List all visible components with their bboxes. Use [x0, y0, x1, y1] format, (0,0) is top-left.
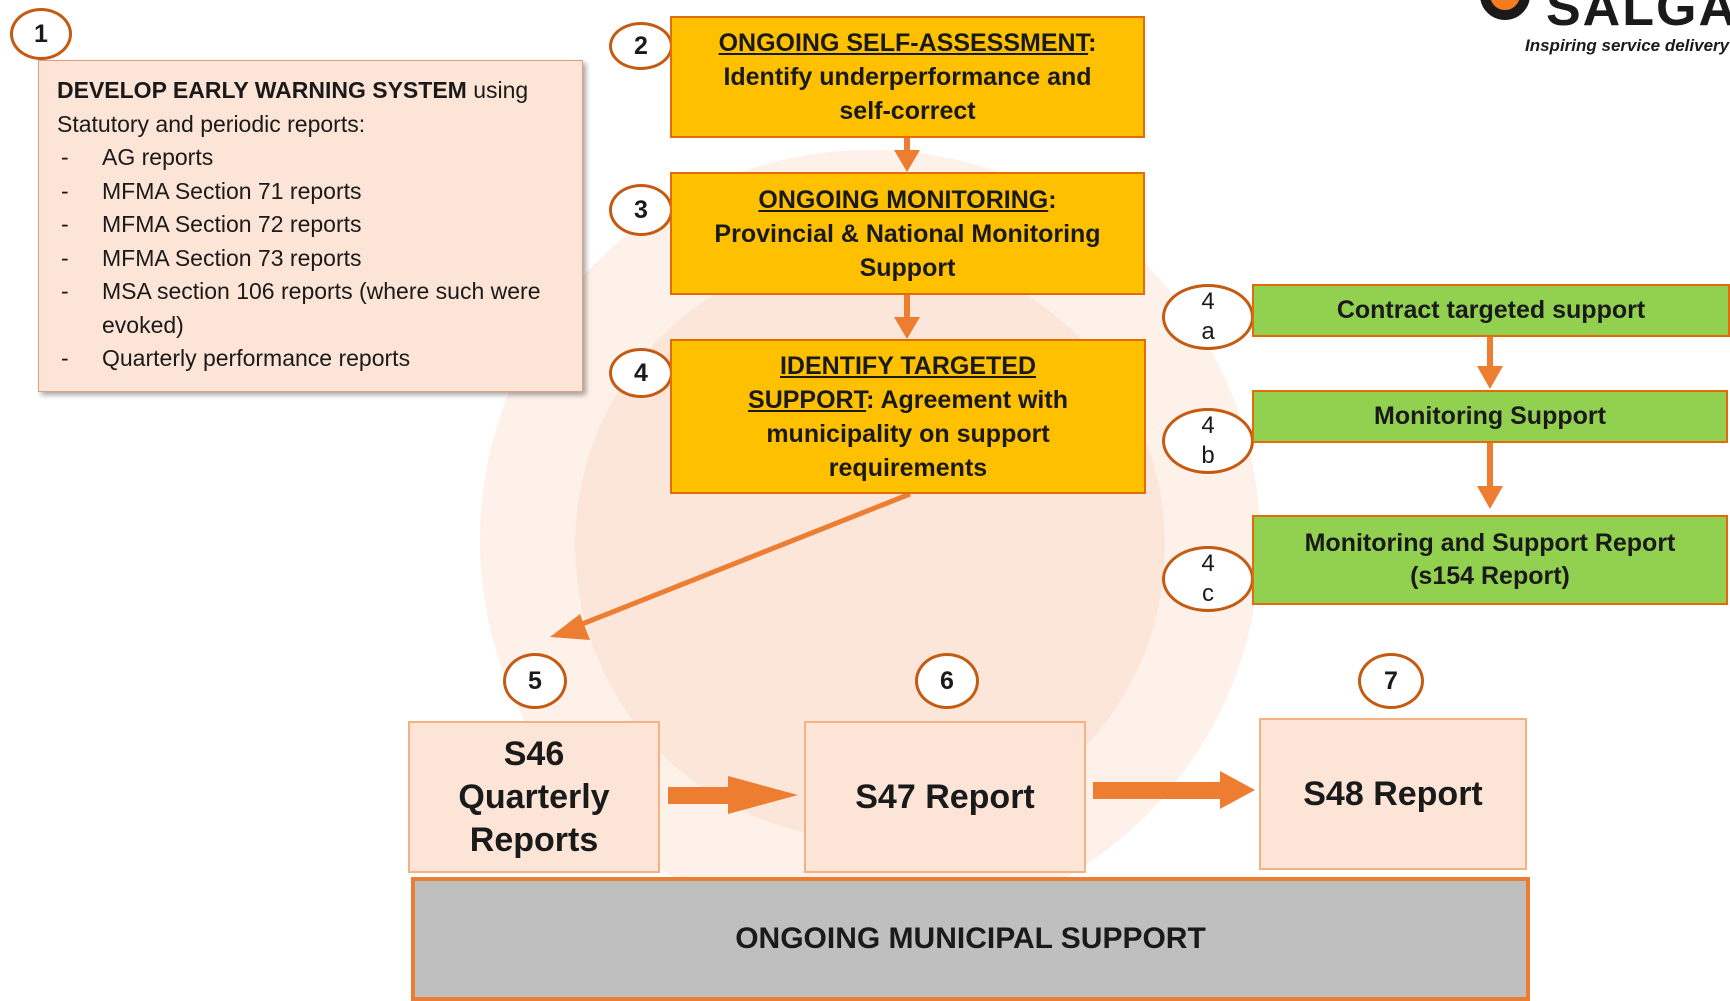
step-4c-badge: 4 c: [1162, 546, 1254, 612]
step-5-number: 5: [528, 666, 542, 695]
s48-report-label: S48 Report: [1303, 774, 1483, 813]
list-item: Quarterly performance reports: [57, 342, 564, 376]
arrowhead-4b-to-4c: [1477, 486, 1503, 509]
step-7-number: 7: [1384, 666, 1398, 695]
step-2-number: 2: [634, 31, 648, 60]
step-5-badge: 5: [503, 653, 567, 709]
s46-label: S46: [503, 734, 565, 773]
early-warning-title: DEVELOP EARLY WARNING SYSTEM: [57, 77, 467, 103]
s48-report-box: S48 Report: [1259, 718, 1527, 870]
list-item: MSA section 106 reports (where such were…: [57, 275, 564, 342]
logo-tagline: Inspiring service delivery: [1525, 36, 1730, 55]
self-assessment-heading: ONGOING SELF-ASSESSMENT:: [719, 26, 1097, 60]
ongoing-monitoring-colon: :: [1048, 185, 1057, 214]
early-warning-intro: Statutory and periodic reports:: [57, 110, 366, 137]
monitoring-support-report-label: Monitoring and Support Report: [1304, 529, 1676, 557]
arrow-5-to-6: [668, 787, 730, 804]
step-4c-letter: c: [1202, 580, 1214, 607]
self-assessment-colon: :: [1088, 29, 1097, 57]
step-7-badge: 7: [1358, 653, 1424, 709]
contract-targeted-support-box: Contract targeted support: [1252, 284, 1730, 337]
step-3-badge: 3: [609, 184, 673, 236]
self-assessment-box: ONGOING SELF-ASSESSMENT: Identify underp…: [670, 16, 1145, 138]
step-4-badge: 4: [609, 348, 673, 398]
step-6-badge: 6: [915, 653, 979, 709]
s47-report-label: S47 Report: [855, 777, 1035, 816]
identify-targeted-title-line1: IDENTIFY TARGETED: [779, 351, 1037, 380]
ongoing-monitoring-heading: ONGOING MONITORING:: [758, 183, 1056, 217]
arrowhead-4-to-5: [550, 614, 590, 640]
arrowhead-3-to-4: [894, 317, 920, 339]
step-6-number: 6: [940, 666, 954, 695]
quarterly-label: Quarterly: [458, 777, 610, 816]
monitoring-support-report-box: Monitoring and Support Report (s154 Repo…: [1252, 515, 1728, 605]
list-item: AG reports: [57, 141, 564, 175]
identify-targeted-support-box: IDENTIFY TARGETED SUPPORT: Agreement wit…: [670, 339, 1146, 494]
logo-text: SALGA: [1546, 0, 1730, 37]
list-item: MFMA Section 73 reports: [57, 242, 564, 276]
monitoring-support-label: Monitoring Support: [1374, 402, 1606, 430]
ongoing-monitoring-title: ONGOING MONITORING: [758, 185, 1049, 214]
report-list: AG reports MFMA Section 71 reports MFMA …: [57, 141, 564, 376]
step-4a-letter: a: [1201, 318, 1215, 345]
arrowhead-5-to-6: [728, 776, 798, 814]
reports-label: Reports: [469, 820, 599, 859]
contract-targeted-support-label: Contract targeted support: [1336, 296, 1646, 324]
identify-targeted-support-text: IDENTIFY TARGETED SUPPORT: Agreement wit…: [708, 349, 1108, 485]
step-1-badge: 1: [10, 8, 72, 60]
ongoing-monitoring-text: Provincial & National Monitoring Support: [714, 219, 1101, 282]
early-warning-box: DEVELOP EARLY WARNING SYSTEM using Statu…: [38, 60, 583, 392]
self-assessment-title: ONGOING SELF-ASSESSMENT: [718, 29, 1089, 57]
step-1-number: 1: [34, 19, 48, 48]
step-4b-badge: 4 b: [1162, 408, 1254, 474]
ongoing-municipal-support-label: ONGOING MUNICIPAL SUPPORT: [735, 922, 1206, 955]
salga-logo: SALGA Inspiring service delivery: [1480, 0, 1730, 70]
early-warning-heading: DEVELOP EARLY WARNING SYSTEM using: [57, 74, 564, 108]
s47-report-box: S47 Report: [804, 721, 1086, 873]
arrowhead-2-to-3: [894, 150, 920, 172]
arrowhead-6-to-7: [1220, 771, 1255, 809]
arrow-4-to-5: [571, 491, 911, 631]
self-assessment-text: Identify underperformance and self-corre…: [723, 63, 1092, 125]
monitoring-support-box: Monitoring Support: [1252, 390, 1728, 443]
step-4b-letter: b: [1201, 442, 1215, 469]
early-warning-title-rest: using: [466, 77, 529, 103]
arrowhead-4a-to-4b: [1477, 366, 1503, 389]
step-4a-number: 4: [1201, 288, 1215, 315]
identify-targeted-title-line2: SUPPORT: [748, 385, 867, 414]
s46-quarterly-reports-box: S46 Quarterly Reports: [408, 721, 660, 873]
step-4-number: 4: [634, 358, 648, 387]
logo-mark: [1480, 0, 1530, 20]
list-item: MFMA Section 71 reports: [57, 175, 564, 209]
step-4c-number: 4: [1201, 550, 1215, 577]
ongoing-monitoring-box: ONGOING MONITORING: Provincial & Nationa…: [670, 172, 1145, 295]
step-4b-number: 4: [1201, 412, 1215, 439]
step-4a-badge: 4 a: [1162, 284, 1254, 350]
arrow-6-to-7: [1093, 782, 1223, 799]
list-item: MFMA Section 72 reports: [57, 208, 564, 242]
identify-targeted-body: : Agreement with municipality on support…: [766, 385, 1068, 482]
step-3-number: 3: [634, 195, 648, 224]
step-2-badge: 2: [609, 22, 673, 70]
s154-report-label: (s154 Report): [1410, 562, 1570, 590]
ongoing-municipal-support-box: ONGOING MUNICIPAL SUPPORT: [411, 877, 1530, 1001]
